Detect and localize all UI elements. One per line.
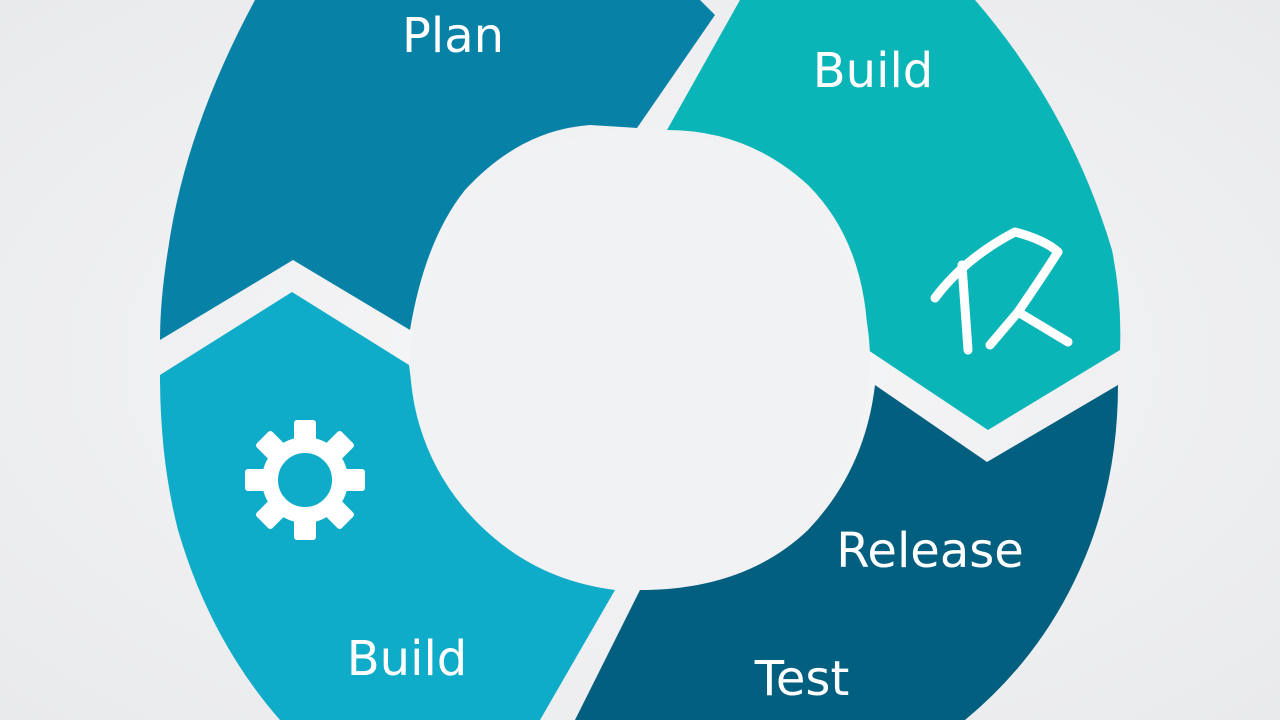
- gear-icon: [245, 420, 365, 540]
- label-build-top: Build: [813, 43, 934, 99]
- label-test: Test: [754, 651, 850, 707]
- center-circle: [410, 130, 870, 590]
- segment-build-bottom: [160, 292, 615, 720]
- label-plan: Plan: [402, 8, 504, 64]
- segment-plan: [160, 0, 715, 340]
- segment-release: [575, 385, 1118, 720]
- house-sketch-icon: [930, 227, 1073, 355]
- label-build-bottom: Build: [347, 631, 468, 687]
- label-release: Release: [836, 523, 1024, 579]
